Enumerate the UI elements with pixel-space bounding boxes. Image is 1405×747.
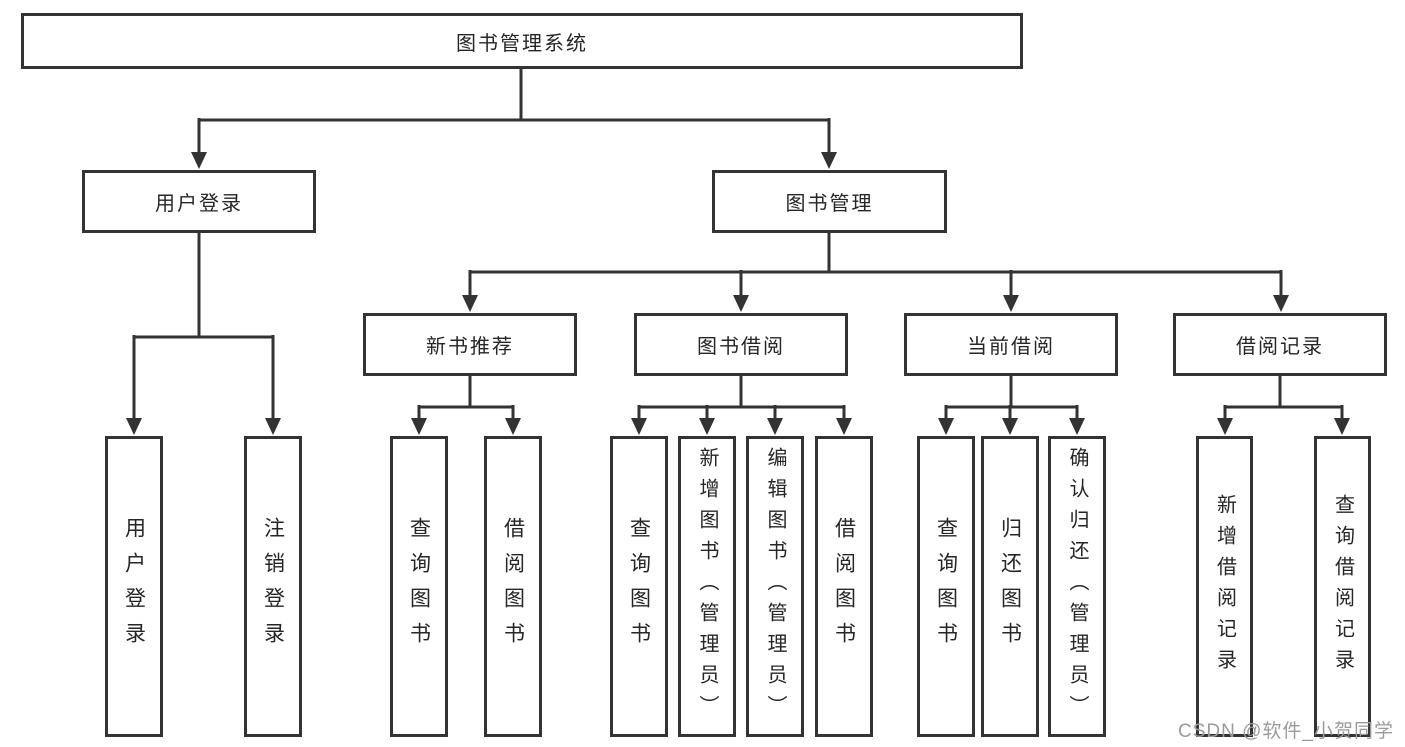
leaf-add-borrow-record: 新增借阅记录 (1196, 436, 1253, 737)
leaf-user-login: 用户登录 (105, 436, 163, 737)
leaf-query-books-recommend: 查询图书 (390, 436, 448, 737)
arrowheads (126, 152, 1350, 435)
leaf-borrow-books-recommend: 借阅图书 (484, 436, 542, 737)
leaf-logout: 注销登录 (244, 436, 302, 737)
node-borrowing-records: 借阅记录 (1173, 313, 1387, 376)
leaf-query-books-current: 查询图书 (917, 436, 975, 737)
node-user-login-branch: 用户登录 (82, 170, 316, 233)
node-new-book-recommend: 新书推荐 (363, 313, 577, 376)
node-current-borrowing: 当前借阅 (904, 313, 1118, 376)
leaf-return-books: 归还图书 (981, 436, 1039, 737)
csdn-watermark: CSDN @软件_小贺同学 (1178, 721, 1394, 742)
leaf-query-borrow-record: 查询借阅记录 (1314, 436, 1371, 737)
leaf-confirm-return-admin: 确认归还（管理员） (1048, 436, 1106, 737)
leaf-add-books-admin: 新增图书（管理员） (678, 436, 736, 737)
node-book-borrowing: 图书借阅 (634, 313, 848, 376)
node-library-management-system: 图书管理系统 (21, 13, 1023, 69)
leaf-query-books-borrowing: 查询图书 (610, 436, 668, 737)
tree-edges (132, 69, 1344, 420)
leaf-edit-books-admin: 编辑图书（管理员） (746, 436, 804, 737)
leaf-borrow-books: 借阅图书 (815, 436, 873, 737)
node-book-management-branch: 图书管理 (712, 170, 947, 233)
